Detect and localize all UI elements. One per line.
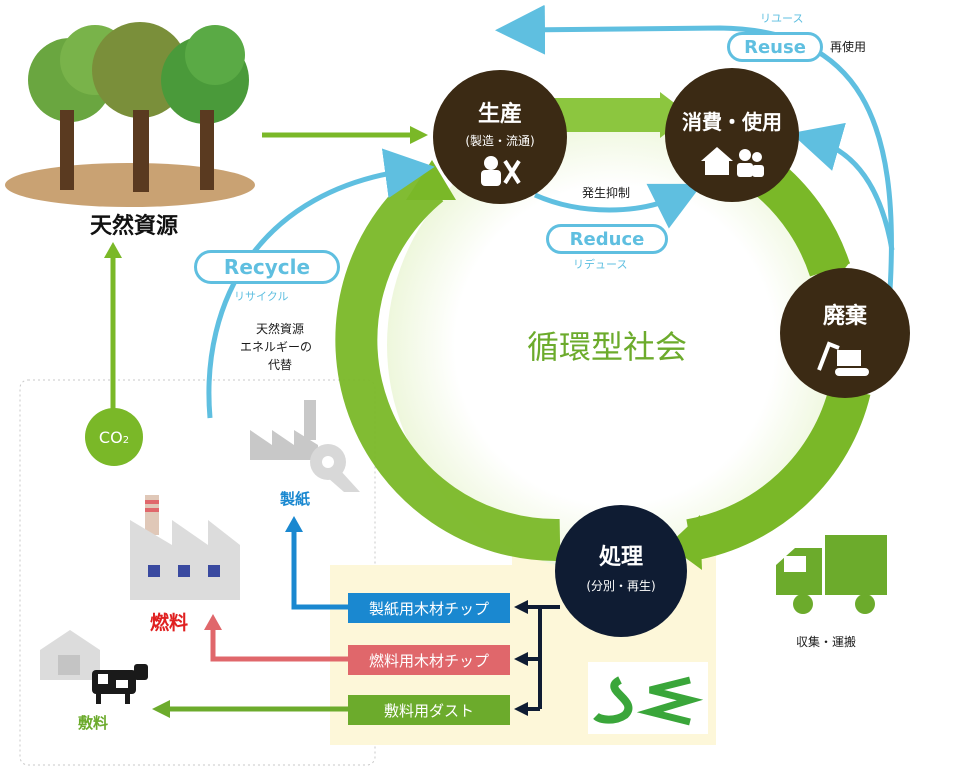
cycle-arc-left [335,168,561,562]
fuel-label: 燃料 [150,612,189,634]
recycle-kana: リサイクル [234,290,289,303]
family-home-icon [701,147,764,177]
processing-node[interactable]: 処理 (分別・再生) [555,505,687,637]
forest-icon [5,22,255,207]
conn-arrowhead-2 [514,652,528,666]
reuse-jp: 再使用 [830,40,867,54]
worker-tools-icon [481,156,521,186]
resource-arrowhead [410,126,428,144]
reduce-jp: 発生抑制 [582,186,631,200]
production-node[interactable]: 生産 (製造・流通) [433,70,567,204]
disposal-node[interactable]: 廃棄 [780,268,910,398]
processing-title: 処理 [598,545,643,570]
paper-arrowhead [285,516,303,532]
conn-arrowhead-1 [514,600,528,614]
bedding-label: 敷料 [78,714,109,732]
product-box-bedding-dust: 敷料用ダスト [348,695,510,725]
paper-flow-arrow [291,530,348,610]
se-logo [588,662,708,734]
reduce-arrow [533,183,703,229]
paper-label: 製紙 [280,490,311,508]
product-box-fuel-chip: 燃料用木材チップ [348,645,510,675]
fuel-arrowhead [204,614,222,630]
fuel-flow-arrow [210,628,348,662]
bedding-arrowhead [152,700,170,718]
center-title: 循環型社会 [527,328,688,366]
production-title: 生産 [477,102,522,127]
co2-arrowhead [104,242,122,258]
consumption-title: 消費・使用 [682,110,782,134]
cycle-arc-right [755,164,850,277]
processing-connector [528,605,560,711]
barn-icon [40,630,100,680]
natural-resource-label: 天然資源 [90,214,179,239]
recycle-pill: Recycle [194,250,340,284]
product-box-paper-chip: 製紙用木材チップ [348,593,510,623]
paper-roll-icon [310,444,360,492]
co2-label: CO [98,427,123,447]
truck-icon [776,535,887,614]
co2-subscript: 2 [122,434,130,446]
collection-label: 収集・運搬 [796,635,857,649]
reuse-pill: Reuse [727,32,823,62]
processing-subtitle: (分別・再生) [586,579,656,593]
production-subtitle: (製造・流通) [465,134,535,148]
fuel-factory-icon [130,495,240,600]
reduce-kana: リデュース [573,258,628,271]
cycle-glow [387,117,843,573]
paper-factory-icon [250,400,318,460]
cow-icon [92,664,148,704]
reuse-kana: リユース [760,12,804,25]
reduce-pill: Reduce [546,224,668,254]
conn-arrowhead-3 [514,702,528,716]
cycle-arc-bottom [686,384,871,561]
ring-arrowhead-bottom [668,515,702,570]
consumption-node[interactable]: 消費・使用 [665,68,799,202]
reuse-arrow [495,4,894,291]
excavator-icon [817,341,869,376]
recycle-note-line2: エネルギーの [240,340,313,354]
recycle-note-line3: 代替 [268,358,293,372]
disposal-title: 廃棄 [822,304,867,329]
reuse-branch-arrow [790,122,895,251]
recycle-note-line1: 天然資源 [256,322,305,336]
